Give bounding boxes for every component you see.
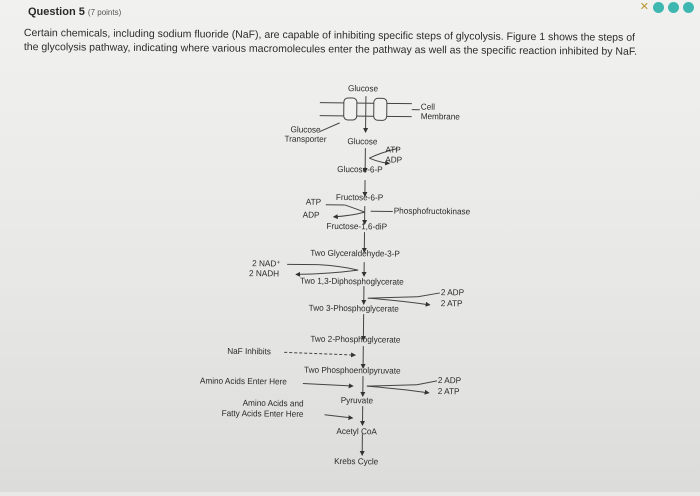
amino-acids-arrow bbox=[303, 384, 353, 387]
nad-curve bbox=[318, 265, 358, 270]
glucose-inside-label: Glucose bbox=[347, 137, 377, 147]
adp3-line bbox=[418, 293, 440, 297]
nadh-curve bbox=[296, 269, 358, 275]
transporter-left bbox=[344, 98, 357, 120]
diphosphoglycerate-label: Two 1,3-Diphosphoglycerate bbox=[300, 276, 404, 287]
adp-label-2: ADP bbox=[303, 210, 320, 220]
phosphoenolpyruvate-label: Two Phosphoenolpyruvate bbox=[304, 365, 401, 375]
acetyl-coa-label: Acetyl CoA bbox=[336, 427, 377, 437]
fatty-acids-arrow bbox=[325, 415, 353, 418]
phosphofructokinase-label: Phosphofructokinase bbox=[394, 206, 471, 216]
atp-label-4: 2 ATP bbox=[438, 387, 460, 397]
krebs-cycle-label: Krebs Cycle bbox=[334, 457, 378, 467]
atp-label-3: 2 ATP bbox=[441, 299, 463, 309]
nadh-label: 2 NADH bbox=[249, 269, 279, 279]
adp-label-4: 2 ADP bbox=[438, 376, 461, 386]
transporter-right bbox=[374, 98, 387, 120]
adp-label-1: ADP bbox=[385, 155, 402, 165]
amino-fatty-acids-label: Amino Acids and Fatty Acids Enter Here bbox=[222, 398, 304, 420]
cell-membrane-label: Cell Membrane bbox=[421, 102, 460, 121]
adp-label-3: 2 ADP bbox=[441, 288, 464, 298]
atp-label-1: ATP bbox=[385, 145, 400, 155]
naf-inhibits-label: NaF Inhibits bbox=[227, 346, 271, 356]
3-phosphoglycerate-label: Two 3-Phosphoglycerate bbox=[309, 303, 399, 313]
adp4-line bbox=[417, 381, 437, 385]
glucose-outside-label: Glucose bbox=[348, 84, 378, 94]
atp-label-2: ATP bbox=[306, 197, 321, 207]
fructose-16-dip-label: Fructose-1,6-diP bbox=[327, 222, 388, 232]
atp2-curve bbox=[345, 205, 365, 212]
2-phosphoglycerate-label: Two 2-Phosphoglycerate bbox=[310, 334, 400, 344]
adp2-curve bbox=[334, 212, 365, 217]
glucose-6-p-label: Glucose-6-P bbox=[337, 165, 383, 175]
glyceraldehyde-label: Two Glyceraldehyde-3-P bbox=[310, 248, 400, 258]
naf-dashed-arrow bbox=[284, 352, 355, 355]
glucose-transporter-label: Glucose Transporter bbox=[284, 125, 326, 144]
amino-acids-enter-label: Amino Acids Enter Here bbox=[200, 376, 287, 386]
fructose-6-p-label: Fructose-6-P bbox=[336, 193, 383, 203]
atp4-curve bbox=[367, 386, 429, 393]
nad-label: 2 NAD⁺ bbox=[252, 258, 281, 269]
pyruvate-label: Pyruvate bbox=[341, 396, 373, 406]
